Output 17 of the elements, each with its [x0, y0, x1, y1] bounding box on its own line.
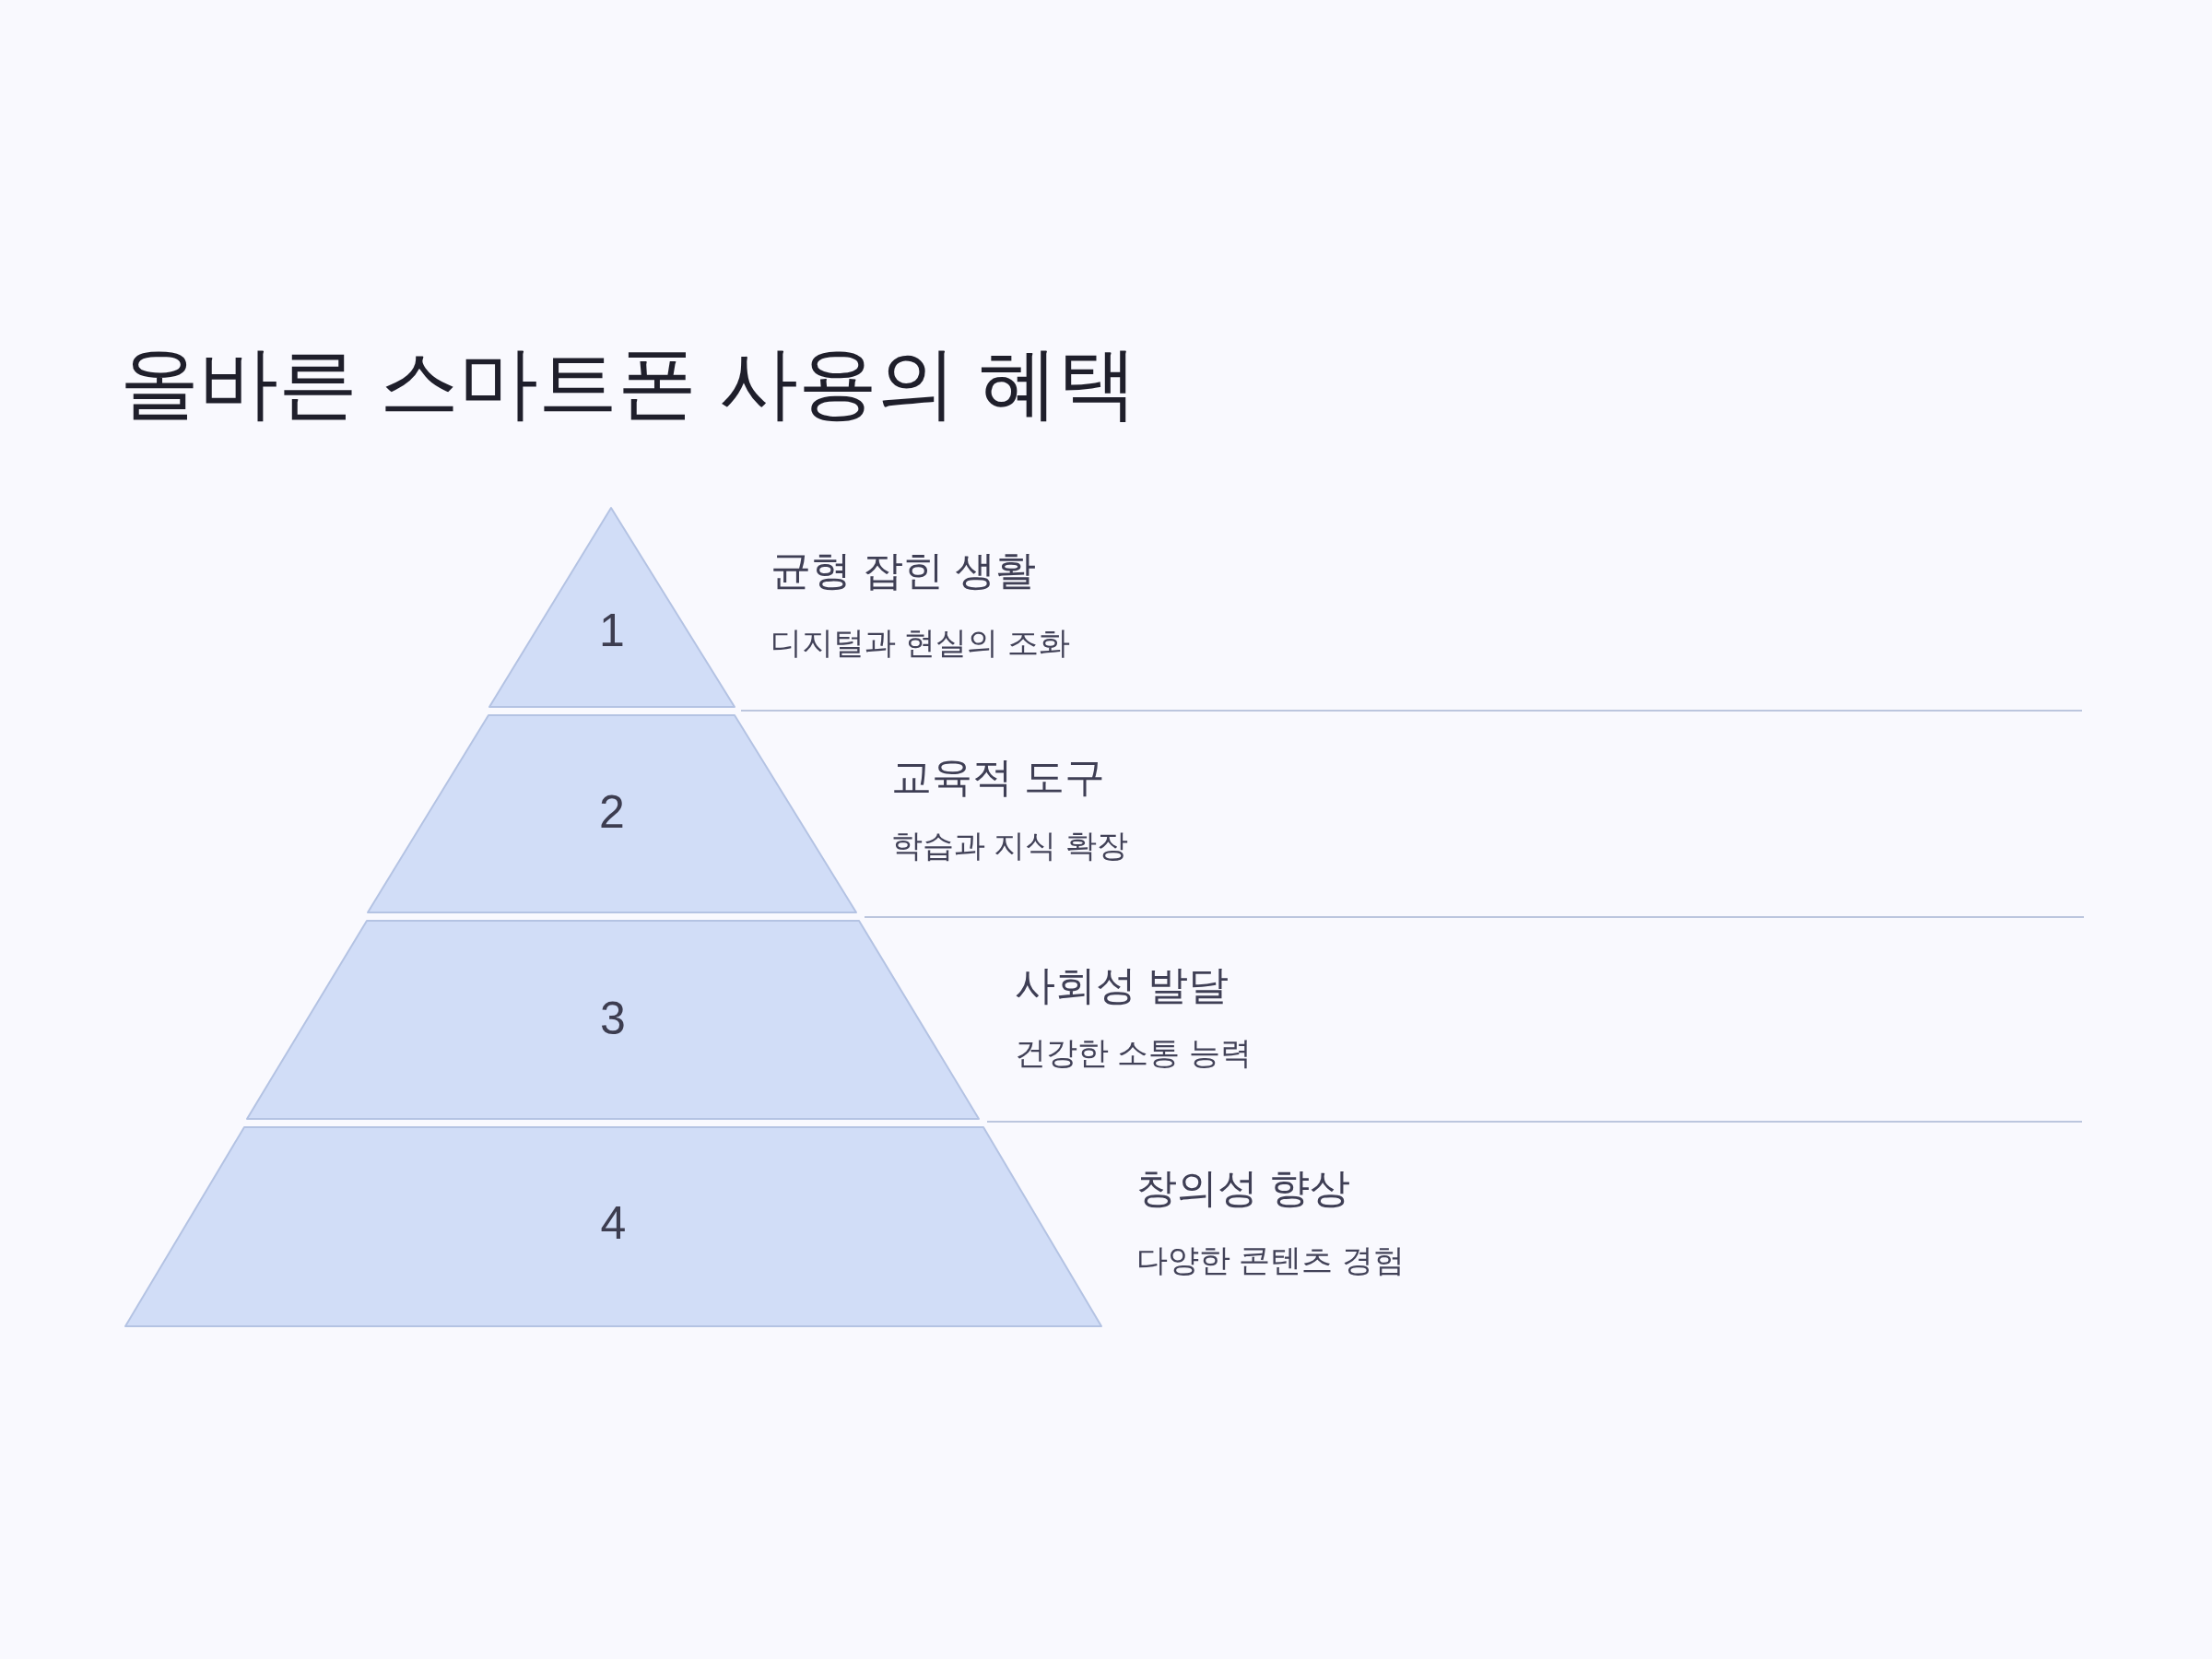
tier-heading: 사회성 발달	[1015, 961, 1230, 1009]
tier-description: 학습과 지식 확장	[891, 827, 1128, 865]
tier-number: 4	[600, 1196, 627, 1251]
pyramid-tier	[368, 715, 856, 912]
tier-heading: 창의성 향상	[1136, 1164, 1351, 1212]
pyramid-tier	[247, 921, 979, 1119]
tier-heading: 균형 잡힌 생활	[771, 547, 1037, 594]
tier-description: 다양한 콘텐츠 경험	[1136, 1241, 1405, 1279]
tier-number: 3	[600, 992, 626, 1046]
pyramid-tier	[125, 1127, 1101, 1326]
diagram-title: 올바른 스마트폰 사용의 혜택	[120, 339, 1137, 427]
tier-number: 1	[599, 604, 625, 658]
tier-description: 디지털과 현실의 조화	[771, 624, 1070, 662]
tier-description: 건강한 소통 능력	[1015, 1034, 1252, 1072]
tier-heading: 교육적 도구	[891, 753, 1106, 801]
tier-number: 2	[599, 785, 625, 840]
pyramid-top-triangle	[489, 508, 735, 707]
